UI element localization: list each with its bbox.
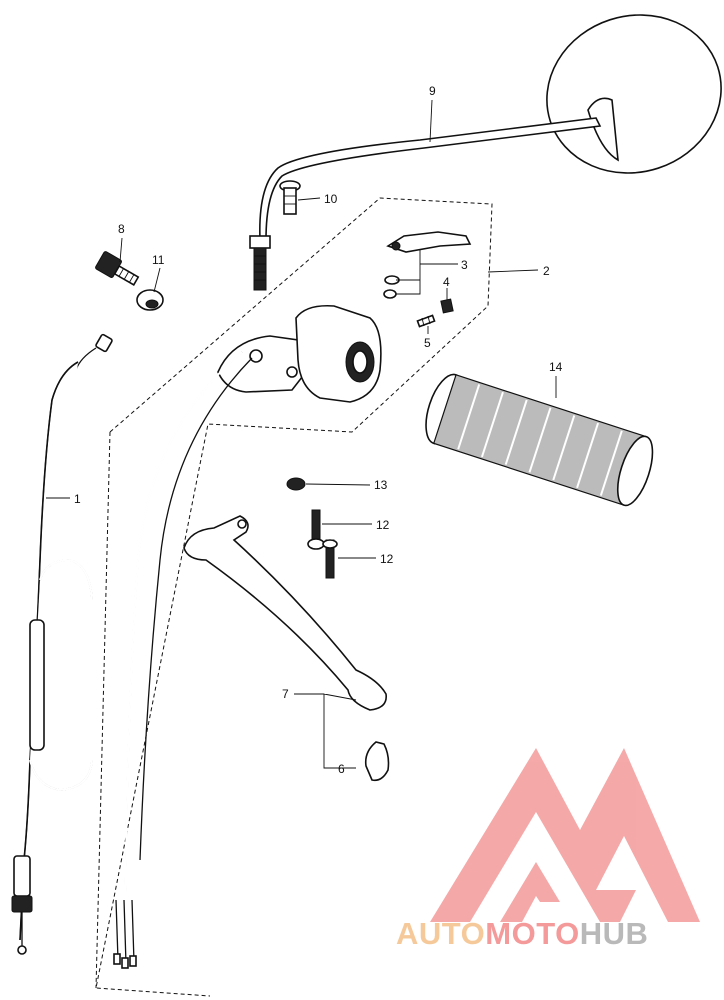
mirror-assembly [249, 14, 722, 291]
lever-nut [286, 477, 306, 491]
lock-nut [136, 289, 164, 311]
callout-8: 8 [118, 222, 125, 236]
callout-10: 10 [324, 192, 338, 206]
callout-12-lower: 12 [380, 552, 394, 566]
watermark-moto: MOTO [485, 916, 580, 951]
watermark-text: AUTOMOTOHUB [396, 916, 648, 952]
callout-2: 2 [543, 264, 550, 278]
callout-4: 4 [443, 275, 450, 289]
callout-6: 6 [338, 762, 345, 776]
callout-7: 7 [282, 687, 289, 701]
watermark-auto: AUTO [396, 916, 486, 951]
callout-5: 5 [424, 336, 431, 350]
callout-13: 13 [374, 478, 388, 492]
cable-adjuster [95, 251, 140, 286]
callout-9: 9 [429, 84, 436, 98]
callout-1: 1 [74, 492, 81, 506]
callout-3: 3 [461, 258, 468, 272]
lever-bolt-lower [322, 539, 338, 579]
lever-dust-cover [364, 741, 390, 782]
leader-lines [46, 99, 557, 769]
clutch-lever [183, 515, 387, 711]
callout-14: 14 [549, 360, 563, 374]
lever-bolt-upper [307, 509, 325, 550]
lever-holder-assembly [113, 304, 382, 969]
watermark-hub: HUB [579, 916, 649, 951]
watermark-logo-icon [430, 748, 700, 922]
mirror-head [546, 14, 722, 174]
switch-bracket [383, 231, 472, 299]
callout-11: 11 [152, 253, 165, 267]
small-screw [416, 314, 436, 328]
clutch-cable [11, 333, 113, 955]
assembly-outline [95, 197, 493, 997]
clamp-clip [440, 298, 454, 314]
callout-labels: 1 2 3 4 5 6 7 8 9 10 11 12 12 13 14 [74, 84, 563, 776]
handle-grip [425, 373, 654, 507]
callout-12-upper: 12 [376, 518, 390, 532]
mirror-bolt [279, 180, 301, 215]
